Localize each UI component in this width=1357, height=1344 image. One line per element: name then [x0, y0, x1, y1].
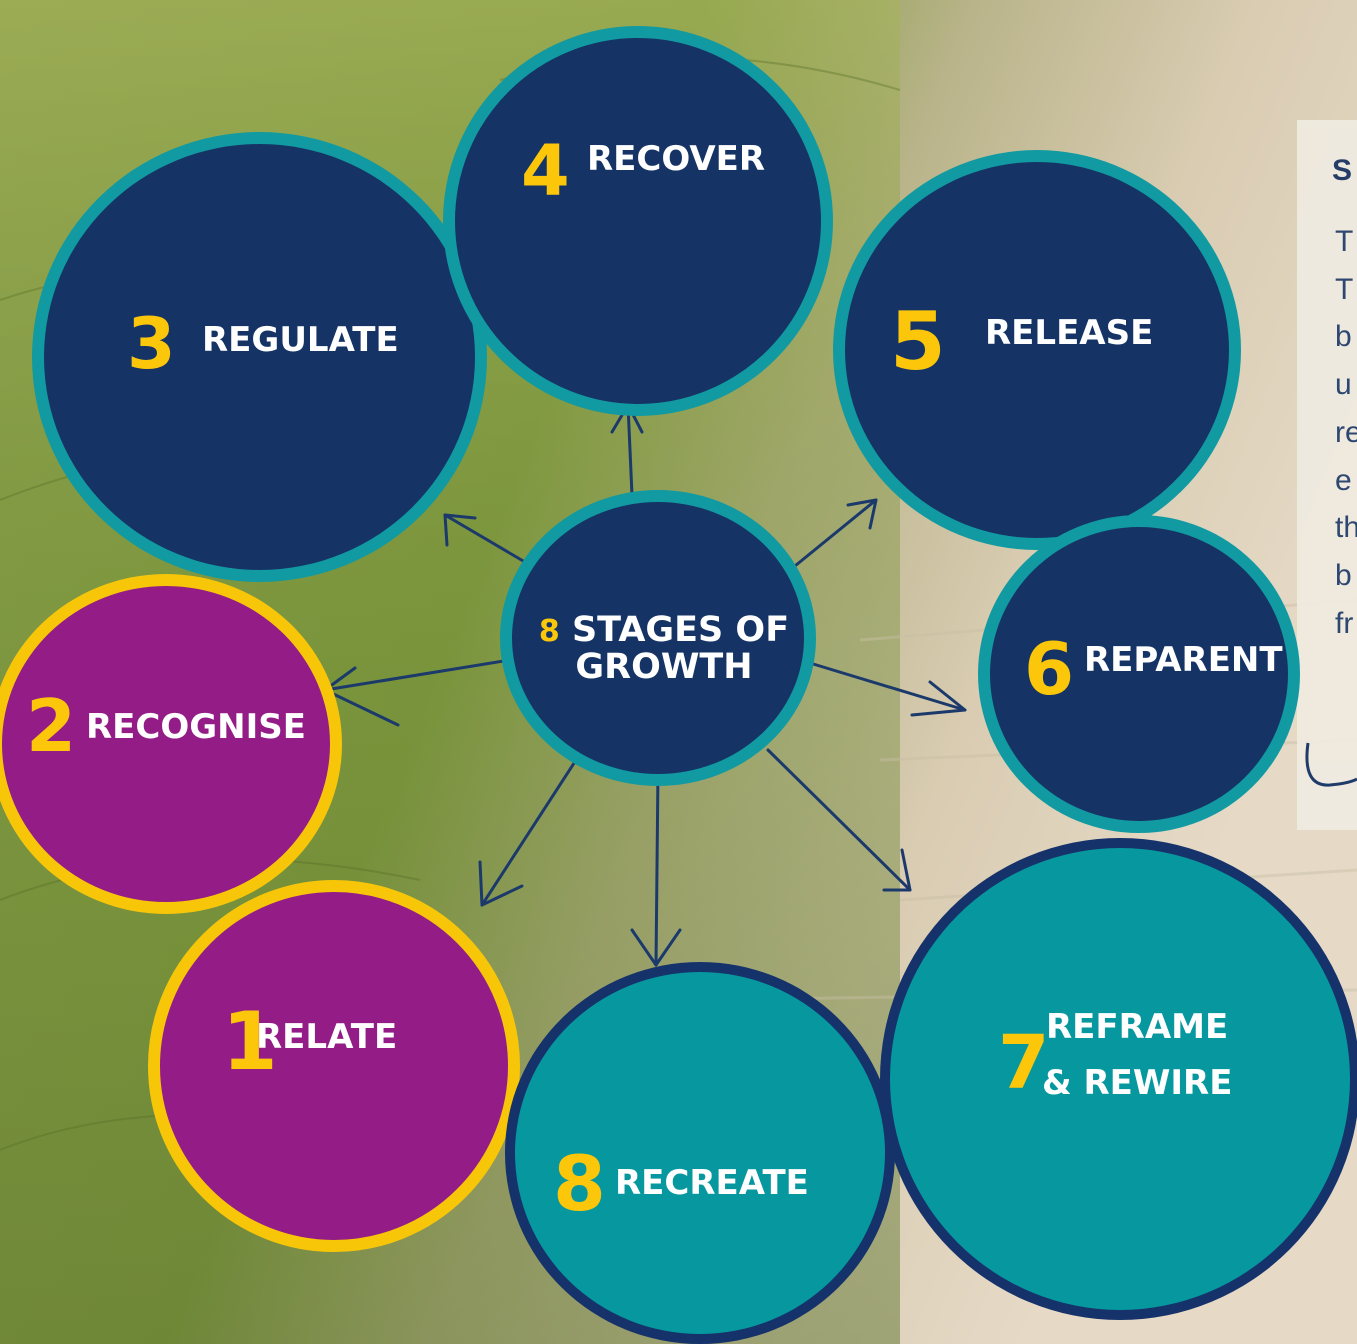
- handwriting-scribble: [1305, 742, 1357, 787]
- panel-line: b: [1335, 320, 1352, 354]
- stage-6-number: 6: [1024, 627, 1075, 711]
- arrow-to-reframe: [766, 748, 912, 892]
- arrow-to-recognise: [323, 658, 512, 727]
- stage-4-number: 4: [521, 130, 570, 212]
- panel-line: T: [1335, 272, 1354, 306]
- panel-line: u: [1335, 368, 1352, 402]
- arrow-to-regulate: [443, 513, 532, 567]
- stage-4-recover-circle: 4 RECOVER: [443, 26, 833, 416]
- center-number: 8: [538, 614, 560, 649]
- stage-7-label-line2: & REWIRE: [1042, 1063, 1233, 1103]
- center-title: 8 STAGES OF GROWTH: [534, 612, 794, 686]
- stage-1-relate-circle: 1 RELATE: [148, 880, 520, 1252]
- panel-title: S: [1332, 154, 1353, 187]
- arrow-to-recover: [610, 403, 644, 497]
- arrow-to-release: [788, 498, 878, 572]
- stage-8-recreate-circle: 8 RECREATE: [505, 962, 895, 1344]
- arrow-to-recreate: [630, 768, 682, 967]
- stage-5-label: RELEASE: [985, 313, 1154, 353]
- panel-line: th: [1335, 511, 1357, 545]
- center-title-line2: GROWTH: [575, 646, 753, 687]
- stage-8-number: 8: [553, 1139, 606, 1228]
- arrow-to-reparent: [798, 658, 967, 717]
- stage-2-label: RECOGNISE: [86, 707, 306, 747]
- stage-3-regulate-circle: 3 REGULATE: [32, 132, 487, 582]
- stage-5-release-circle: 5 RELEASE: [833, 150, 1241, 550]
- info-panel: S T T b u re e th b fr: [1297, 120, 1357, 830]
- center-title-line1: STAGES OF: [571, 610, 790, 650]
- panel-line: T: [1335, 225, 1354, 258]
- stage-6-reparent-circle: 6 REPARENT: [978, 515, 1300, 833]
- stage-8-label: RECREATE: [615, 1163, 809, 1203]
- stage-7-reframe-circle: 7 REFRAME & REWIRE: [880, 838, 1357, 1320]
- stage-1-label: RELATE: [256, 1017, 398, 1057]
- stage-6-label: REPARENT: [1084, 640, 1283, 680]
- stage-7-label-line1: REFRAME: [1046, 1007, 1229, 1047]
- panel-line: re: [1335, 415, 1357, 449]
- stage-5-number: 5: [890, 295, 946, 388]
- stage-3-number: 3: [127, 303, 176, 385]
- arrow-to-relate: [478, 755, 580, 907]
- stage-4-label: RECOVER: [587, 139, 766, 179]
- stage-3-label: REGULATE: [202, 320, 399, 360]
- stage-2-recognise-circle: 2 RECOGNISE: [0, 574, 342, 914]
- panel-text: T T b u re e th b fr: [1335, 218, 1357, 647]
- stage-7-number: 7: [998, 1020, 1050, 1106]
- panel-line: fr: [1335, 606, 1354, 640]
- stage-2-number: 2: [26, 684, 77, 768]
- panel-line: e: [1335, 463, 1352, 497]
- stage-1-number: 1: [222, 995, 278, 1088]
- panel-line: b: [1335, 558, 1352, 592]
